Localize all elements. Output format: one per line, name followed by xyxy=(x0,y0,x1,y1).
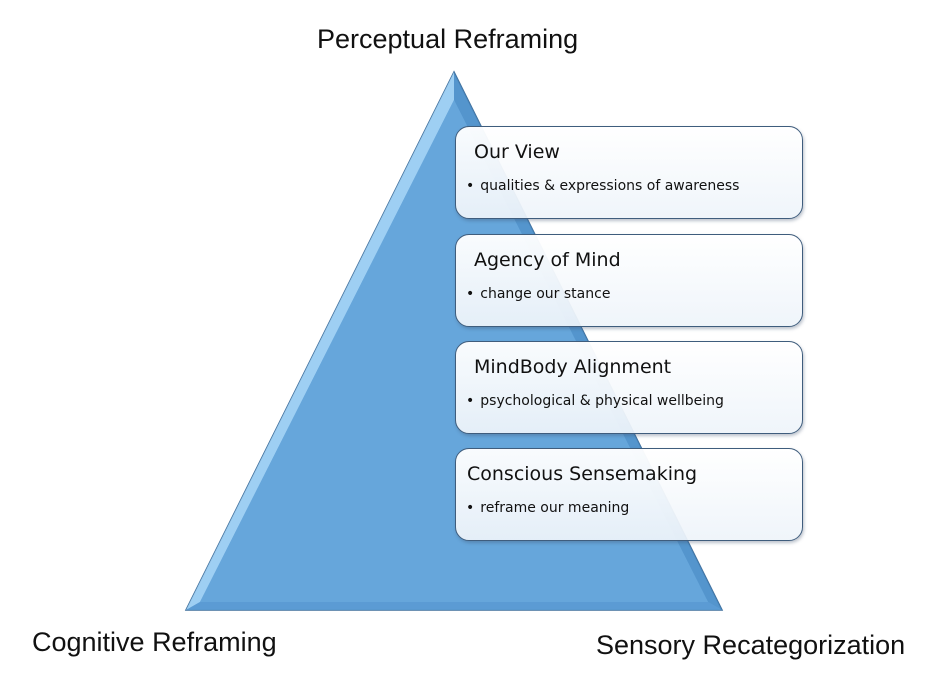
label-sensory-recategorization: Sensory Recategorization xyxy=(596,630,906,660)
level-bullet: • qualities & expressions of awareness xyxy=(466,178,739,194)
bullet-icon: • xyxy=(466,178,475,194)
level-title: Agency of Mind xyxy=(474,249,621,271)
level-box-mindbody-alignment: MindBody Alignment • psychological & phys… xyxy=(455,341,803,434)
level-box-conscious-sensemaking: Conscious Sensemaking • reframe our meani… xyxy=(455,448,803,541)
bullet-icon: • xyxy=(466,500,475,516)
level-bullet-text: change our stance xyxy=(480,286,611,302)
level-bullet-text: psychological & physical wellbeing xyxy=(480,393,724,409)
pyramid-bevel-left xyxy=(186,72,454,610)
bullet-icon: • xyxy=(466,286,475,302)
level-title: MindBody Alignment xyxy=(474,356,672,378)
level-box-our-view: Our View • qualities & expressions of awa… xyxy=(455,126,803,219)
level-title: Conscious Sensemaking xyxy=(467,463,698,485)
level-bullet: • change our stance xyxy=(466,286,610,302)
label-cognitive-reframing: Cognitive Reframing xyxy=(32,627,277,657)
level-bullet: • psychological & physical wellbeing xyxy=(466,393,724,409)
level-bullet: • reframe our meaning xyxy=(466,500,629,516)
level-bullet-text: qualities & expressions of awareness xyxy=(480,178,740,194)
label-perceptual-reframing: Perceptual Reframing xyxy=(317,24,579,54)
level-title: Our View xyxy=(474,141,560,163)
level-bullet-text: reframe our meaning xyxy=(480,500,630,516)
bullet-icon: • xyxy=(466,393,475,409)
level-box-agency-of-mind: Agency of Mind • change our stance xyxy=(455,234,803,327)
pyramid-bevel-bottom xyxy=(186,602,722,610)
